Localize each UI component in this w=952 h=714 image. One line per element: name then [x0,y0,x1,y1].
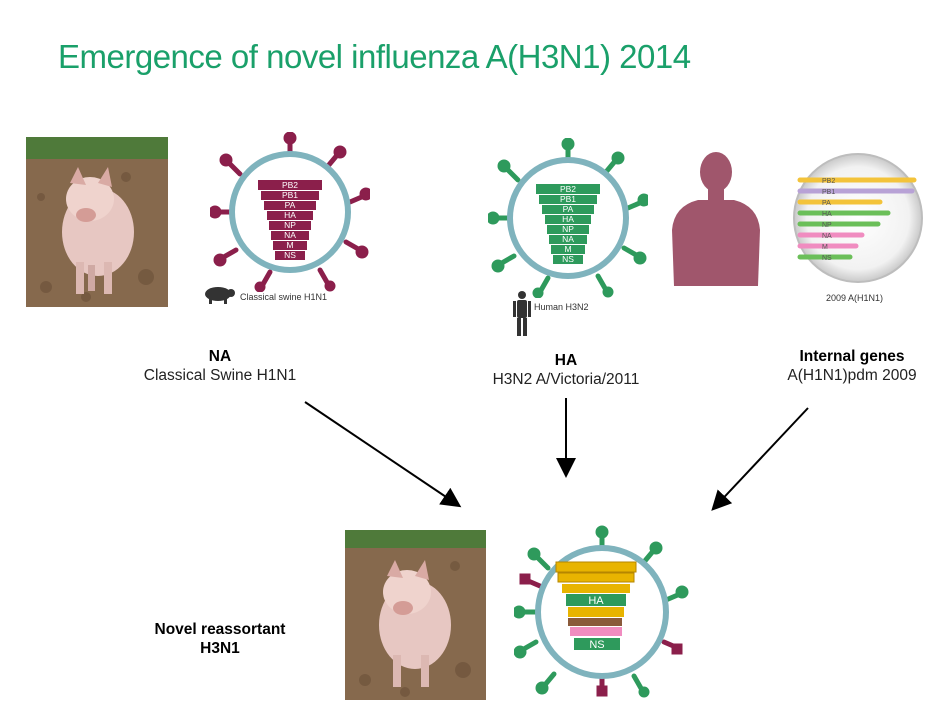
svg-text:HA: HA [562,214,574,224]
swine-virus-caption: Classical swine H1N1 [240,292,328,302]
svg-text:PA: PA [563,204,574,214]
svg-text:PB2: PB2 [822,178,835,185]
slide-title: Emergence of novel influenza A(H3N1) 201… [58,38,691,75]
svg-text:NS: NS [822,255,832,262]
svg-text:HA: HA [822,211,832,218]
novel-gene-ns: NS [589,639,604,651]
source-internal: Internal genes A(H1N1)pdm 2009 [752,347,952,385]
novel-reassortant-label: Novel reassortant H3N1 [140,620,300,658]
novel-h3n1-virus: HA NS [512,524,690,700]
svg-text:NA: NA [822,233,832,240]
human-virus-caption: Human H3N2 [534,302,589,312]
svg-text:NS: NS [284,250,296,260]
arrow-internal [711,407,809,511]
svg-text:NP: NP [822,222,832,229]
svg-text:M: M [822,244,828,251]
novel-label-line1: Novel reassortant [154,621,286,638]
human-silhouette-icon [668,150,764,286]
source-ha: HA H3N2 A/Victoria/2011 [466,351,666,389]
novel-label-line2: H3N1 [200,640,240,657]
svg-text:PA: PA [822,200,831,207]
svg-text:PB1: PB1 [282,190,298,200]
source-internal-head: Internal genes [799,348,905,365]
svg-text:NP: NP [562,224,574,234]
swine-icon [200,283,238,305]
svg-text:NA: NA [562,234,574,244]
svg-text:PB2: PB2 [560,184,576,194]
svg-text:PB1: PB1 [560,194,576,204]
source-ha-head: HA [554,352,578,369]
svg-text:HA: HA [284,210,296,220]
svg-text:PB2: PB2 [282,180,298,190]
pig-photo-bottom [345,530,486,700]
arrow-na [304,401,462,508]
human-figure-icon [512,290,532,338]
source-na-head: NA [208,348,232,365]
svg-text:PA: PA [285,200,296,210]
pig-photo-top [26,137,168,307]
svg-text:M: M [564,244,571,254]
svg-text:M: M [286,240,293,250]
svg-text:NP: NP [284,220,296,230]
source-na-sub: Classical Swine H1N1 [143,367,297,384]
source-na: NA Classical Swine H1N1 [120,347,320,385]
svg-text:NA: NA [284,230,296,240]
svg-text:NS: NS [562,254,574,264]
source-ha-sub: H3N2 A/Victoria/2011 [492,371,640,388]
source-internal-sub: A(H1N1)pdm 2009 [787,367,917,384]
svg-text:PB1: PB1 [822,189,835,196]
novel-gene-ha: HA [588,595,604,607]
pdm-caption: 2009 A(H1N1) [826,293,884,303]
